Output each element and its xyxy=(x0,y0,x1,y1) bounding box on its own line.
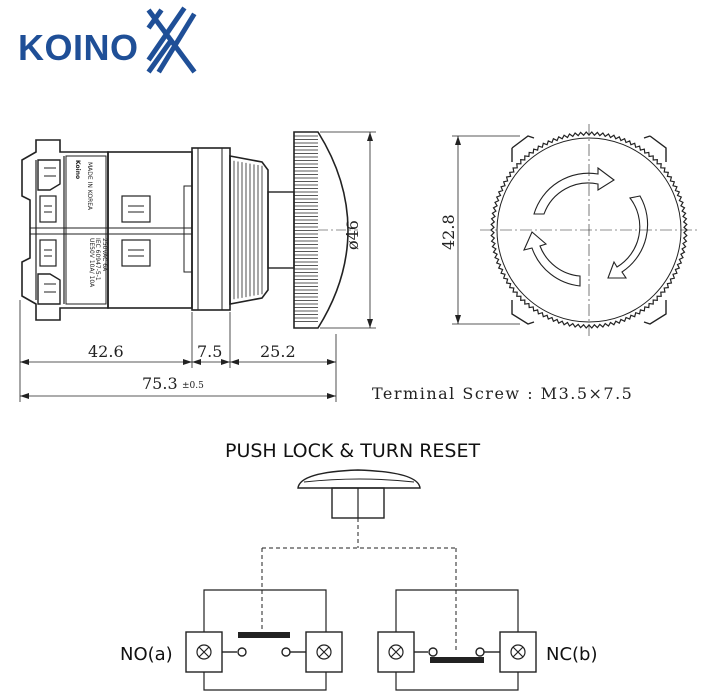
nc-moving-contact xyxy=(430,657,484,663)
front-height-label: 42.8 xyxy=(439,214,458,250)
mechanical-linkage xyxy=(261,518,457,652)
nc-contact: NC(b) xyxy=(377,589,598,691)
head-diameter-label: ø46 xyxy=(343,220,362,250)
side-rating: UE50V 10A/ 10A xyxy=(88,238,95,288)
front-view xyxy=(480,124,698,336)
side-view: Koino MADE IN KOREA IEC 60947-5-1 250VAC… xyxy=(21,131,358,329)
brand-x-mark-icon xyxy=(146,6,197,74)
brand-name: KOINO xyxy=(18,27,139,68)
terminal-screw-note: Terminal Screw : M3.5×7.5 xyxy=(372,384,633,403)
side-standard: IEC 60947-5-1 xyxy=(94,238,101,281)
dim-head-diameter: ø46 xyxy=(320,131,376,329)
button-symbol xyxy=(297,469,421,519)
nc-left-screw-icon xyxy=(388,644,404,660)
no-right-screw-icon xyxy=(316,644,332,660)
side-rating-ac: 250VAC 6A xyxy=(101,238,108,272)
no-label: NO(a) xyxy=(120,644,173,665)
nc-right-screw-icon xyxy=(510,644,526,660)
body-length-label: 42.6 xyxy=(88,342,124,361)
no-left-screw-icon xyxy=(196,644,212,660)
total-length-label: 75.3 xyxy=(142,374,178,393)
no-contact: NO(a) xyxy=(120,589,343,691)
head-length-label: 25.2 xyxy=(260,342,296,361)
brand-logo: KOINO xyxy=(18,6,197,74)
function-title: PUSH LOCK & TURN RESET xyxy=(225,440,480,462)
dim-lengths: 42.6 7.5 25.2 75.3 ±0.5 xyxy=(19,300,337,402)
gap-length-label: 7.5 xyxy=(197,342,222,361)
side-origin: MADE IN KOREA xyxy=(86,162,93,211)
total-tolerance-label: ±0.5 xyxy=(182,381,204,391)
nc-label: NC(b) xyxy=(546,644,598,665)
dim-front-height: 42.8 xyxy=(439,135,520,325)
no-moving-contact xyxy=(238,632,290,638)
turn-reset-arrows-icon xyxy=(523,166,649,287)
side-brand-mark: Koino xyxy=(74,160,81,179)
